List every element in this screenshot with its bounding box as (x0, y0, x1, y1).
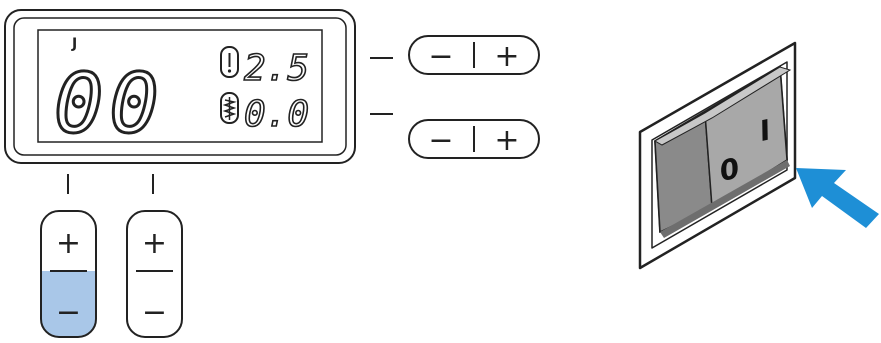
pattern-stepper-left[interactable]: + − (41, 211, 96, 337)
lcd-display: J 00 2.5 0.0 (5, 10, 355, 163)
width-plus-button[interactable]: + (494, 39, 519, 74)
left-stepper-plus-button[interactable]: + (56, 226, 81, 261)
width-minus-button[interactable]: − (428, 39, 453, 74)
pointer-arrow-icon (796, 168, 879, 228)
mode-letter: J (71, 36, 77, 52)
stitch-length-control[interactable]: − + (409, 120, 539, 158)
right-stepper-plus-button[interactable]: + (142, 226, 167, 261)
stitch-width-control[interactable]: − + (409, 36, 539, 74)
length-minus-button[interactable]: − (428, 123, 453, 158)
stitch-length-icon (221, 93, 238, 123)
power-switch[interactable]: 0 I (640, 43, 795, 268)
right-stepper-minus-button[interactable]: − (142, 295, 167, 330)
pattern-number: 00 (54, 57, 165, 152)
left-stepper-minus-button[interactable]: − (56, 295, 81, 330)
length-plus-button[interactable]: + (494, 123, 519, 158)
pattern-stepper-right[interactable]: + − (127, 211, 182, 337)
stitch-length-value: 0.0 (244, 94, 309, 135)
stitch-width-value: 2.5 (244, 48, 309, 89)
stitch-width-icon (221, 47, 238, 77)
